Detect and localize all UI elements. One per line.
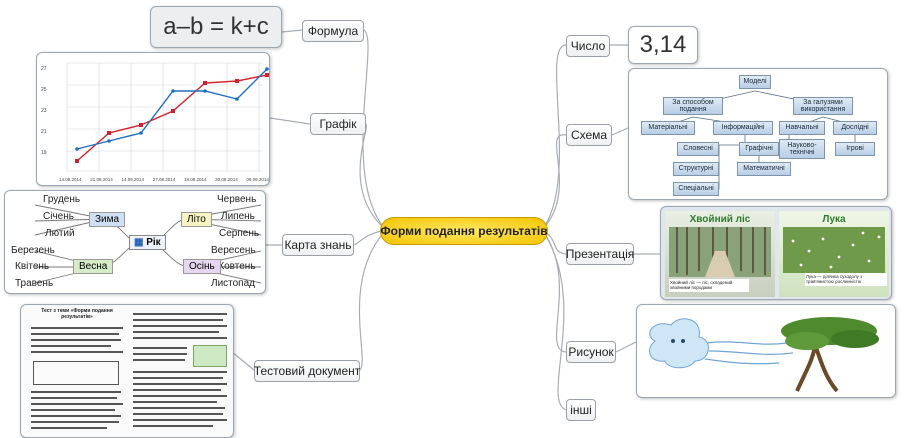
month-may: Травень: [15, 278, 54, 289]
meadow-illustration: [783, 227, 885, 273]
season-summer: Літо: [181, 212, 212, 227]
forest-illustration: [669, 227, 771, 277]
central-topic[interactable]: Форми подання результатів: [380, 217, 548, 245]
formula-card[interactable]: a–b = k+c: [150, 6, 282, 48]
branch-knowledge-map[interactable]: Карта знань: [282, 234, 354, 256]
branch-formula[interactable]: Формула: [302, 20, 364, 42]
month-january: Січень: [43, 211, 74, 222]
slide-meadow-caption: Лука — ділянка суходолу з трав'янистою р…: [805, 273, 887, 286]
month-october: Жовтень: [215, 261, 256, 272]
scheme-card[interactable]: Моделі За способом подання За галузями в…: [628, 68, 888, 200]
scheme-scitech: Науково-технічні: [779, 139, 825, 159]
scheme-material: Матеріальні: [641, 121, 695, 135]
slide-meadow: Лука Лука — ділянка суходолу з трав'янис…: [779, 211, 889, 297]
knowledge-center-label: Рік: [146, 237, 161, 248]
slide-meadow-title: Лука: [822, 214, 846, 225]
connector-other: [541, 229, 567, 411]
month-september: Вересень: [211, 245, 256, 256]
branch-test-document[interactable]: Тестовий документ: [254, 360, 360, 382]
scheme-graphic: Графічні: [739, 142, 779, 156]
slide-forest-title: Хвойний ліс: [689, 214, 751, 225]
picture-card[interactable]: [636, 304, 896, 398]
scheme-mathematical: Математичні: [737, 162, 791, 176]
scheme-by-method: За способом подання: [663, 97, 723, 115]
month-april: Квітень: [15, 261, 50, 272]
scheme-verbal: Словесні: [677, 142, 719, 156]
calendar-icon: ▦: [134, 237, 144, 248]
graph-plot: [66, 62, 269, 172]
month-november: Листопад: [211, 278, 255, 289]
connector-graph: [359, 123, 387, 231]
branch-scheme[interactable]: Схема: [566, 124, 612, 146]
scheme-game: Ігрові: [835, 142, 875, 156]
month-july: Липень: [221, 211, 255, 222]
scheme-research: Дослідні: [833, 121, 877, 135]
scheme-by-area: За галузями використання: [793, 97, 853, 115]
connector-testdoc: [358, 229, 387, 371]
season-autumn: Осінь: [183, 259, 221, 274]
season-spring: Весна: [73, 259, 114, 274]
season-winter: Зима: [89, 212, 126, 227]
test-document-heading: Тест з теми «Форми подання результатів»: [41, 308, 113, 320]
scheme-educational: Навчальні: [779, 121, 825, 135]
scheme-informational: Інформаційні: [713, 121, 773, 135]
number-card[interactable]: 3,14: [628, 26, 698, 64]
branch-number[interactable]: Число: [566, 35, 610, 57]
scheme-special: Спеціальні: [673, 182, 719, 196]
slide-forest: Хвойний ліс Хвойний ліс — ліс, складений…: [665, 211, 775, 297]
knowledge-map-card[interactable]: Грудень Січень Лютий Березень Квітень Тр…: [4, 190, 266, 294]
knowledge-center-node: ▦ Рік: [129, 235, 166, 250]
wind-tree-illustration: [649, 317, 879, 393]
number-text: 3,14: [639, 31, 687, 58]
branch-other[interactable]: інші: [566, 399, 596, 421]
scheme-structural: Структурні: [673, 162, 719, 176]
month-december: Грудень: [43, 194, 81, 205]
branch-presentation[interactable]: Презентація: [566, 243, 634, 265]
branch-picture[interactable]: Рисунок: [566, 341, 616, 363]
month-february: Лютий: [45, 228, 75, 239]
connector-formula: [362, 29, 387, 231]
connector-scheme: [541, 134, 567, 231]
month-june: Червень: [217, 194, 257, 205]
month-august: Серпень: [219, 228, 260, 239]
scheme-root: Моделі: [739, 75, 771, 89]
connector-number: [541, 44, 567, 231]
branch-graph[interactable]: Графік: [310, 113, 366, 135]
formula-text: a–b = k+c: [163, 13, 269, 40]
month-march: Березень: [11, 245, 55, 256]
presentation-card[interactable]: Хвойний ліс Хвойний ліс — ліс, складений…: [660, 206, 892, 300]
test-document-card[interactable]: Тест з теми «Форми подання результатів»: [20, 304, 234, 438]
slide-forest-caption: Хвойний ліс — ліс, складений хвойними по…: [669, 279, 749, 292]
